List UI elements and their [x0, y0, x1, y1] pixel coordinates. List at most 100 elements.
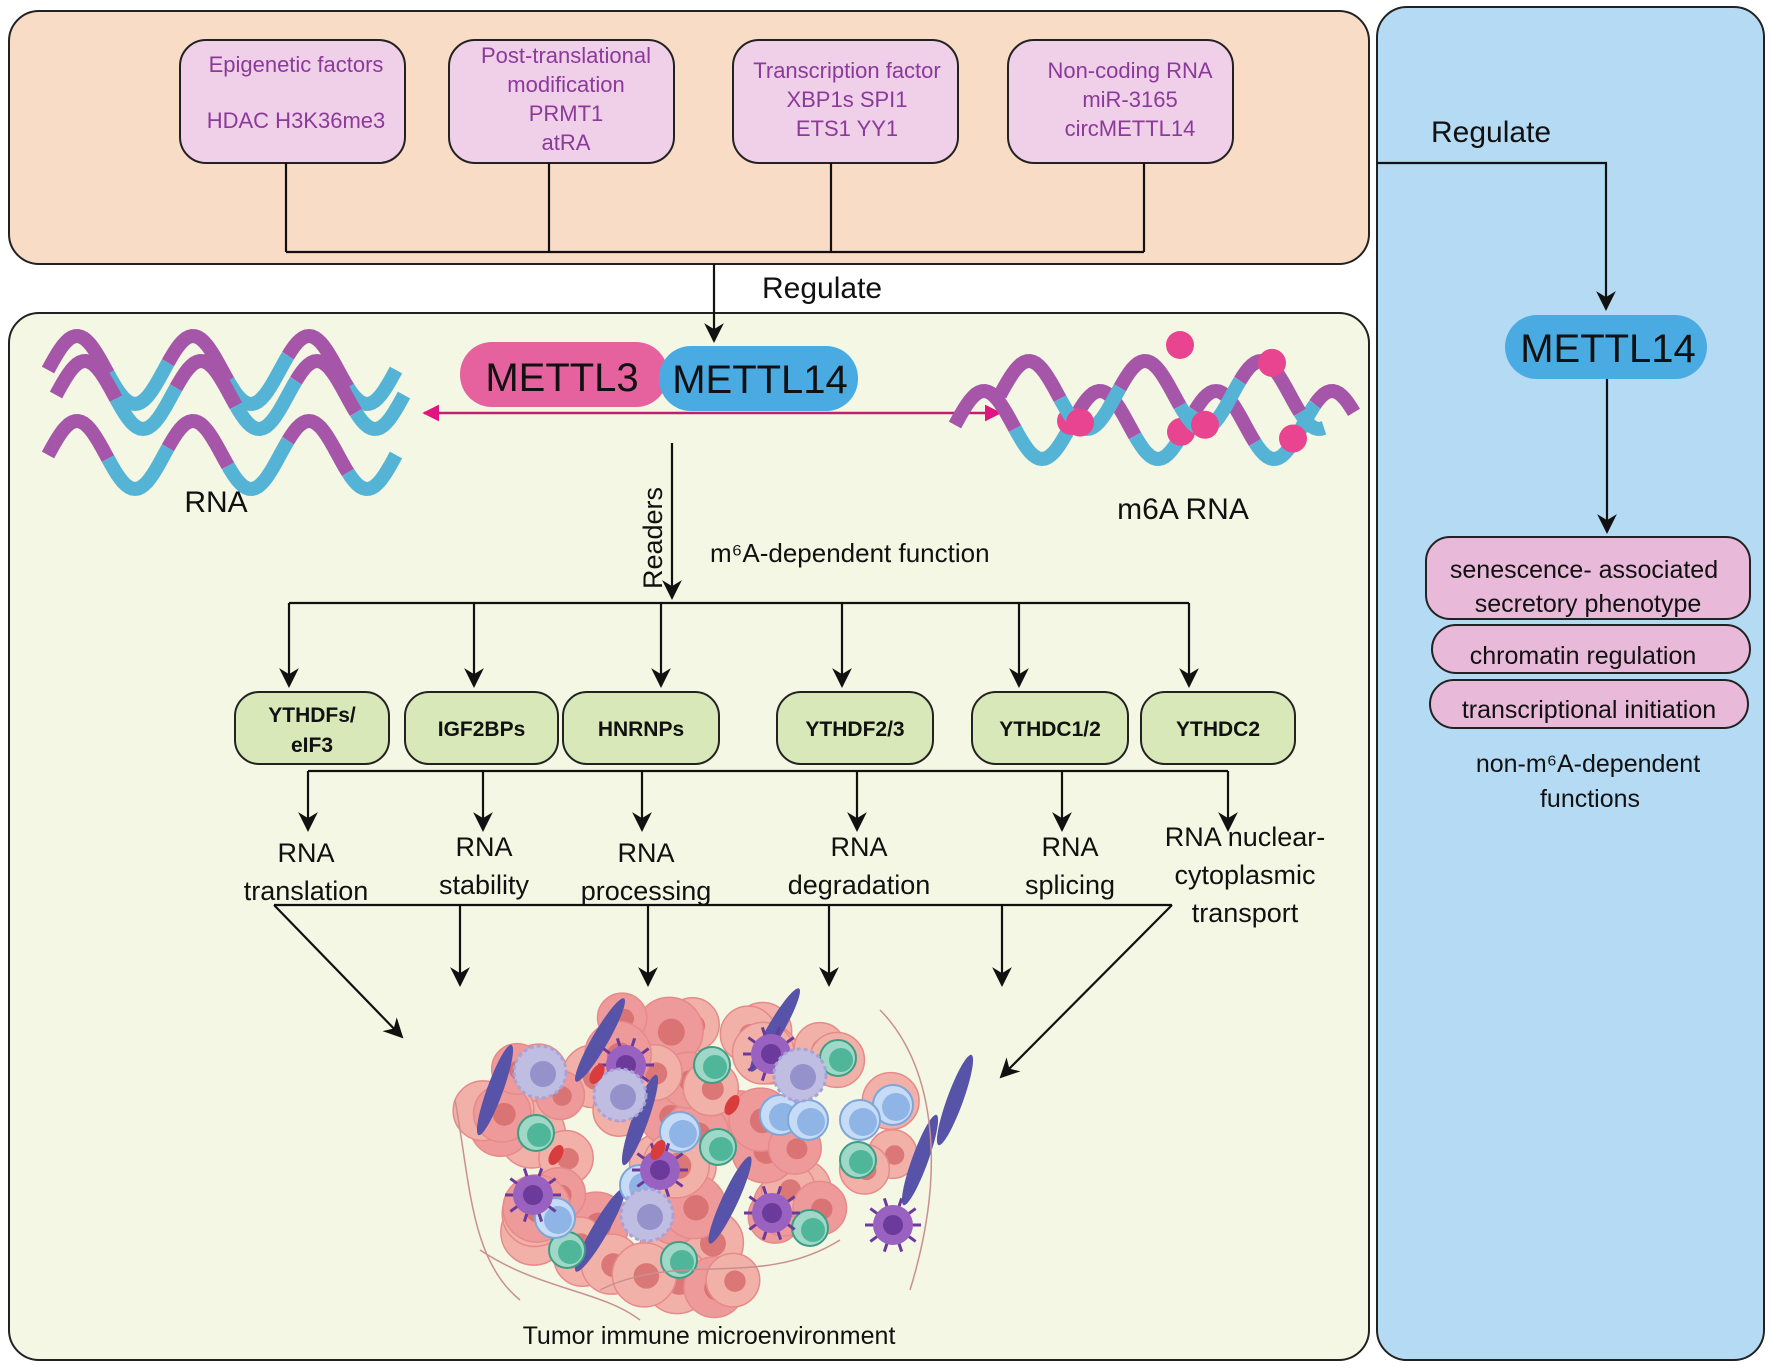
fibroblast-cell	[901, 1114, 939, 1206]
regulate-label: Regulate	[762, 272, 882, 305]
tumor-cell-nucleus	[644, 1062, 668, 1085]
m6a-modification-dot	[1191, 410, 1219, 439]
collagen-fiber	[879, 1009, 932, 1291]
collagen-fiber	[454, 1099, 521, 1301]
fibroblast-cell	[708, 1156, 752, 1244]
collagen-fiber	[599, 1239, 841, 1291]
regulator-line: atRA	[542, 130, 591, 155]
m6a-modification-dot	[1258, 348, 1286, 377]
reader-box-shape	[404, 691, 559, 765]
regulator-line: HDAC H3K36me3	[207, 108, 386, 133]
rna-strand-segment	[1113, 353, 1187, 410]
tumor-cell-nucleus	[786, 1138, 808, 1160]
regulator-line: XBP1s SPI1	[786, 87, 907, 112]
fibroblast-cell	[936, 1054, 974, 1146]
tumor-cell-nucleus	[699, 1230, 726, 1257]
dendritic-cell-nucleus	[883, 1215, 903, 1235]
reader-box: YTHDF2/3	[776, 691, 934, 765]
t-cell-nucleus	[558, 1240, 582, 1264]
regulator-title: Post-translational	[481, 43, 651, 68]
mettl14-pill	[659, 346, 858, 411]
regulator-box-transcription-factor: Transcription factor XBP1s SPI1 ETS1 YY1	[732, 39, 959, 164]
m6a-rna-strands-icon	[948, 331, 1360, 467]
reader-box: HNRNPs	[562, 691, 720, 765]
side-function-box-chromatin: chromatin regulation	[1431, 624, 1751, 674]
rna-strand-segment	[41, 413, 115, 463]
function-label-line2: cytoplasmic	[1174, 860, 1315, 890]
m6a-rna-label: m6A RNA	[1117, 493, 1249, 526]
tumor-cell-nucleus	[724, 1270, 746, 1292]
dendritic-cell-nucleus	[762, 1203, 782, 1223]
m6a-modification-dot	[1066, 408, 1094, 437]
side-caption-line2: functions	[1540, 785, 1640, 813]
reader-name: YTHDFs/	[268, 704, 356, 727]
reader-name: IGF2BPs	[438, 718, 526, 741]
regulator-connector	[284, 163, 1146, 254]
reader-name: YTHDC1/2	[999, 718, 1101, 741]
regulator-box-noncoding-rna: Non-coding RNA miR-3165 circMETTL14	[1007, 39, 1234, 164]
side-caption-line1: non-m⁶A-dependent	[1476, 750, 1700, 778]
reader-box: IGF2BPs	[404, 691, 559, 765]
tumor-cell	[705, 1252, 761, 1308]
reader-distribution-lines	[279, 601, 1199, 688]
function-label-line2: degradation	[788, 870, 931, 900]
rna-strand-segment	[221, 437, 295, 497]
t-cell-nucleus	[829, 1048, 853, 1072]
macrophage-nucleus	[790, 1064, 816, 1090]
red-blood-cell	[724, 1095, 740, 1115]
fibroblast-cell	[575, 998, 625, 1082]
rna-strand-segment	[342, 366, 403, 412]
mettl3-pill	[460, 342, 668, 407]
dendritic-cell-nucleus	[650, 1160, 670, 1180]
rna-strand-segment	[342, 451, 403, 497]
reader-name: YTHDC2	[1176, 718, 1260, 741]
reader-box-shape	[234, 691, 390, 765]
side-regulate-arrow	[1377, 161, 1616, 311]
m6a-dependent-panel	[8, 312, 1370, 1361]
dendritic-cell	[865, 1197, 921, 1253]
function-label: RNA	[830, 832, 887, 862]
rna-strand-segment	[1008, 414, 1082, 467]
dendritic-cell	[632, 1142, 688, 1198]
rna-strand-segment	[101, 444, 175, 497]
dendritic-cell-nucleus	[523, 1185, 543, 1205]
reader-name: YTHDF2/3	[805, 718, 904, 741]
rna-strand-segment	[350, 391, 411, 437]
t-cell-nucleus	[670, 1250, 694, 1274]
rna-strand-segment	[1309, 383, 1360, 417]
b-cell-nucleus	[882, 1093, 910, 1121]
function-label: RNA	[455, 832, 512, 862]
function-label-line2: splicing	[1025, 870, 1115, 900]
regulator-line: ETS1 YY1	[796, 116, 898, 141]
regulator-line: modification	[507, 72, 624, 97]
rna-strand-segment	[282, 413, 354, 477]
mettl14-label: METTL14	[672, 358, 848, 402]
tumor-cell-nucleus	[492, 1102, 516, 1126]
rna-strand-segment	[49, 353, 123, 403]
fibroblast-cell	[476, 1044, 514, 1136]
dendritic-cell	[505, 1167, 561, 1223]
reader-box: YTHDC1/2	[971, 691, 1129, 765]
side-regulate-label: Regulate	[1431, 116, 1551, 149]
t-cell-nucleus	[801, 1218, 825, 1242]
t-cell-nucleus	[849, 1150, 873, 1174]
tumor-cell-nucleus	[633, 1263, 660, 1289]
side-function-text: transcriptional initiation	[1462, 696, 1716, 724]
dendritic-cell	[744, 1185, 800, 1241]
b-cell-nucleus	[544, 1206, 572, 1234]
fibroblast-cell	[575, 1188, 625, 1272]
rna-label: RNA	[184, 486, 247, 519]
side-mettl14-label: METTL14	[1520, 327, 1696, 371]
regulator-box-ptm: Post-translational modification PRMT1 at…	[448, 39, 675, 164]
red-blood-cell	[589, 1064, 605, 1084]
function-labels: RNAtranslationRNAstabilityRNAprocessingR…	[244, 769, 1325, 928]
converge-arrow-right	[999, 904, 1173, 1079]
rna-strand-segment	[948, 383, 1022, 433]
regulator-title: Non-coding RNA	[1047, 58, 1212, 83]
rna-strand-segment	[161, 328, 235, 385]
tumor-cell-nucleus	[701, 1078, 724, 1101]
function-label: RNA	[1041, 832, 1098, 862]
side-function-text: secretory phenotype	[1475, 590, 1702, 618]
